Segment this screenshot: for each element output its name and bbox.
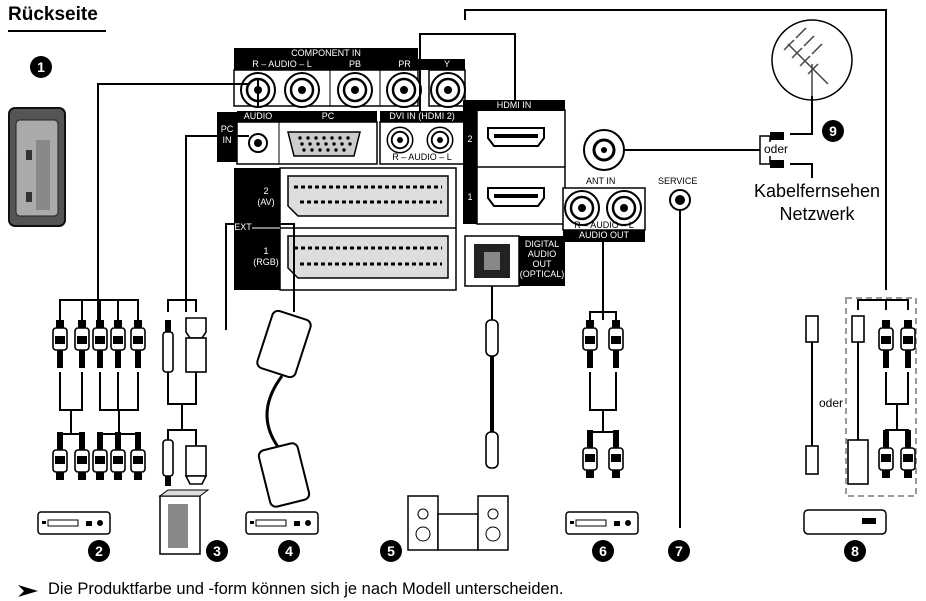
callout-5: 5 xyxy=(380,540,402,562)
callout-4: 4 xyxy=(278,540,300,562)
pc-label: PC xyxy=(279,111,377,122)
optical-label-1: DIGITAL xyxy=(524,239,560,249)
callout-8: 8 xyxy=(844,540,866,562)
component-pr-label: PR xyxy=(380,59,429,70)
callout-1: 1 xyxy=(30,56,52,78)
audio-out-rl-label: R – AUDIO – L xyxy=(574,220,634,230)
pc-in-label-2: IN xyxy=(222,135,232,145)
component-in-label: COMPONENT IN xyxy=(234,48,418,59)
optical-label-3: OUT xyxy=(532,259,552,269)
title-underline xyxy=(8,30,106,32)
oder-label-antenna: oder xyxy=(764,142,789,156)
page-title: Rückseite xyxy=(8,4,98,25)
dvi-audio-label: R – AUDIO – L xyxy=(392,152,452,162)
oder-label-hdmi: oder xyxy=(819,396,844,410)
ext1-label-2: (RGB) xyxy=(253,257,279,267)
callout-6: 6 xyxy=(592,540,614,562)
component-pb-label: PB xyxy=(330,59,380,70)
pc-in-label-1: PC xyxy=(220,124,234,134)
callout-2: 2 xyxy=(88,540,110,562)
component-y-label: Y xyxy=(429,59,465,70)
optical-label-2: AUDIO xyxy=(527,249,557,259)
audio-out-label: AUDIO OUT xyxy=(563,230,645,241)
component-audio-label: R – AUDIO – L xyxy=(234,59,330,70)
ext2-label-1: 2 xyxy=(263,186,269,196)
hdmi-1-label: 1 xyxy=(467,192,473,202)
pc-audio-label: AUDIO xyxy=(237,111,279,122)
hdmi-2-label: 2 xyxy=(467,134,473,144)
optical-label-4: (OPTICAL) xyxy=(519,269,565,279)
ext1-label-1: 1 xyxy=(263,246,269,256)
callout-7: 7 xyxy=(668,540,690,562)
ext-label: EXT xyxy=(234,222,252,232)
callout-9: 9 xyxy=(822,120,844,142)
ext2-label-2: (AV) xyxy=(257,197,275,207)
callout-3: 3 xyxy=(206,540,228,562)
ant-in-label: ANT IN xyxy=(586,176,616,186)
service-label: SERVICE xyxy=(658,176,698,186)
dvi-in-label: DVI IN (HDMI 2) xyxy=(380,111,464,122)
footer-note: Die Produktfarbe und -form können sich j… xyxy=(48,580,564,598)
hdmi-in-label: HDMI IN xyxy=(463,100,565,111)
